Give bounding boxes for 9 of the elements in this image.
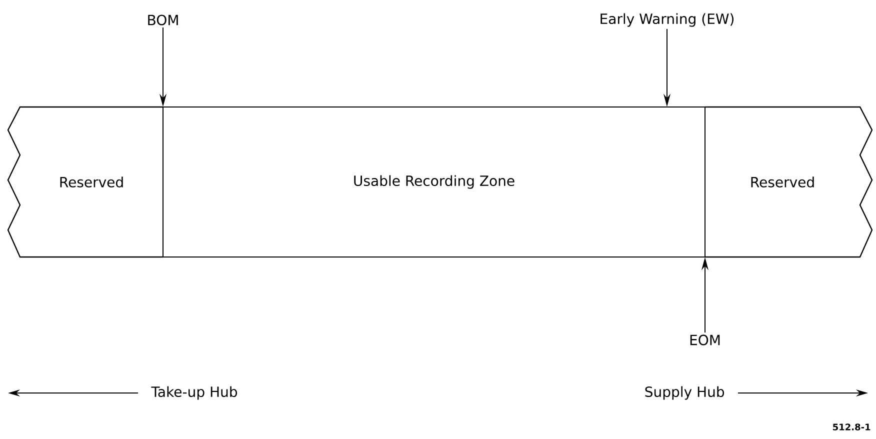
- marker-label: BOM: [148, 14, 178, 26]
- tape-section: Reserved: [7, 106, 163, 258]
- hub-label: Supply Hub: [645, 386, 724, 400]
- tape-section: Reserved: [705, 106, 873, 258]
- tape-section: Usable Recording Zone: [162, 106, 706, 258]
- figure-number: 512.8-1: [833, 424, 870, 430]
- marker-label: EOM: [690, 334, 720, 346]
- hub-label: Take-up Hub: [151, 386, 238, 400]
- marker-label: Early Warning (EW): [600, 13, 734, 27]
